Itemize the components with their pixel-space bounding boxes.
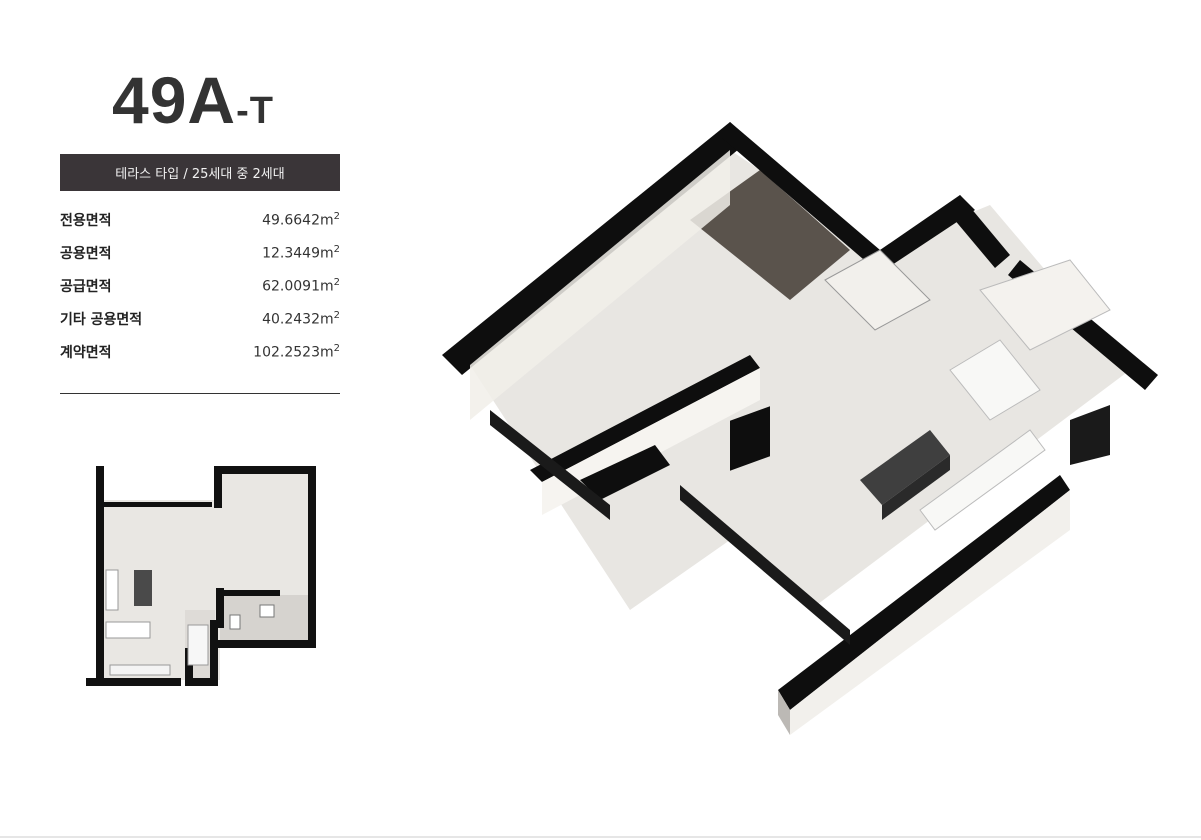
plan-counter xyxy=(105,569,119,611)
plan-wall xyxy=(185,648,193,686)
render-wall xyxy=(948,195,1010,268)
render-partition xyxy=(530,355,760,482)
plan-wall xyxy=(102,502,212,507)
render-kitchen-island xyxy=(860,430,950,505)
render-wall-face xyxy=(470,150,730,420)
render-wall-face xyxy=(778,690,790,735)
render-window-frame xyxy=(680,485,850,645)
plan-wall xyxy=(214,466,222,508)
plan-counter xyxy=(105,621,151,639)
floor-plan-3d-render xyxy=(442,122,1158,735)
unit-type-title: 49A-T xyxy=(112,62,312,138)
spec-value: 49.6642m2 xyxy=(262,211,340,229)
plan-toilet xyxy=(259,604,275,618)
unit-type-banner: 테라스 타입 / 25세대 중 2세대 xyxy=(60,154,340,191)
spec-row: 계약면적 102.2523m2 xyxy=(60,342,340,375)
spec-divider xyxy=(60,393,340,394)
render-wall xyxy=(722,122,880,265)
plan-sink xyxy=(229,614,241,630)
plan-floor-bedroom xyxy=(220,470,315,600)
spec-row: 공급면적 62.0091m2 xyxy=(60,276,340,309)
render-wall xyxy=(778,475,1070,710)
spec-exponent: 2 xyxy=(333,244,340,256)
plan-appliance xyxy=(187,624,209,666)
render-counter xyxy=(949,339,1041,421)
render-wall-face xyxy=(790,490,1070,735)
spec-label: 공급면적 xyxy=(60,279,112,295)
footer-divider xyxy=(0,836,1201,838)
plan-wall xyxy=(210,620,218,686)
spec-exponent: 2 xyxy=(333,343,340,355)
area-spec-table: 전용면적 49.6642m2 공용면적 12.3449m2 공급면적 62.00… xyxy=(60,210,340,375)
plan-wall xyxy=(214,466,314,474)
spec-label: 공용면적 xyxy=(60,246,112,262)
plan-wall xyxy=(216,588,224,628)
render-wall xyxy=(442,122,750,375)
spec-row: 기타 공용면적 40.2432m2 xyxy=(60,309,340,342)
render-wardrobe xyxy=(979,259,1111,351)
plan-wall xyxy=(220,590,280,596)
spec-value: 12.3449m2 xyxy=(262,244,340,262)
spec-row: 전용면적 49.6642m2 xyxy=(60,210,340,243)
spec-value: 62.0091m2 xyxy=(262,277,340,295)
plan-kitchen-island xyxy=(134,570,152,606)
spec-exponent: 2 xyxy=(333,211,340,223)
unit-type-suffix: -T xyxy=(236,90,274,132)
spec-exponent: 2 xyxy=(333,310,340,322)
banner-text: 테라스 타입 / 25세대 중 2세대 xyxy=(115,167,285,182)
render-column xyxy=(730,406,770,471)
render-counter xyxy=(919,429,1046,531)
plan-wall xyxy=(185,678,215,686)
plan-wall xyxy=(218,640,316,648)
spec-label: 기타 공용면적 xyxy=(60,312,143,328)
render-door xyxy=(1070,405,1110,465)
spec-value: 102.2523m2 xyxy=(253,343,340,361)
spec-exponent: 2 xyxy=(333,277,340,289)
spec-label: 전용면적 xyxy=(60,213,112,229)
floor-plan-2d xyxy=(86,466,316,686)
spec-value: 40.2432m2 xyxy=(262,310,340,328)
plan-wall xyxy=(96,466,104,686)
render-column xyxy=(580,445,670,500)
unit-type-main: 49A xyxy=(112,63,237,137)
plan-wall xyxy=(308,466,316,648)
spec-row: 공용면적 12.3449m2 xyxy=(60,243,340,276)
spec-label: 계약면적 xyxy=(60,345,112,361)
render-kitchen-island-side xyxy=(882,455,950,520)
render-utility xyxy=(824,249,931,331)
plan-wall xyxy=(86,678,181,686)
render-window-frame xyxy=(490,410,610,520)
plan-terrace xyxy=(109,664,171,676)
